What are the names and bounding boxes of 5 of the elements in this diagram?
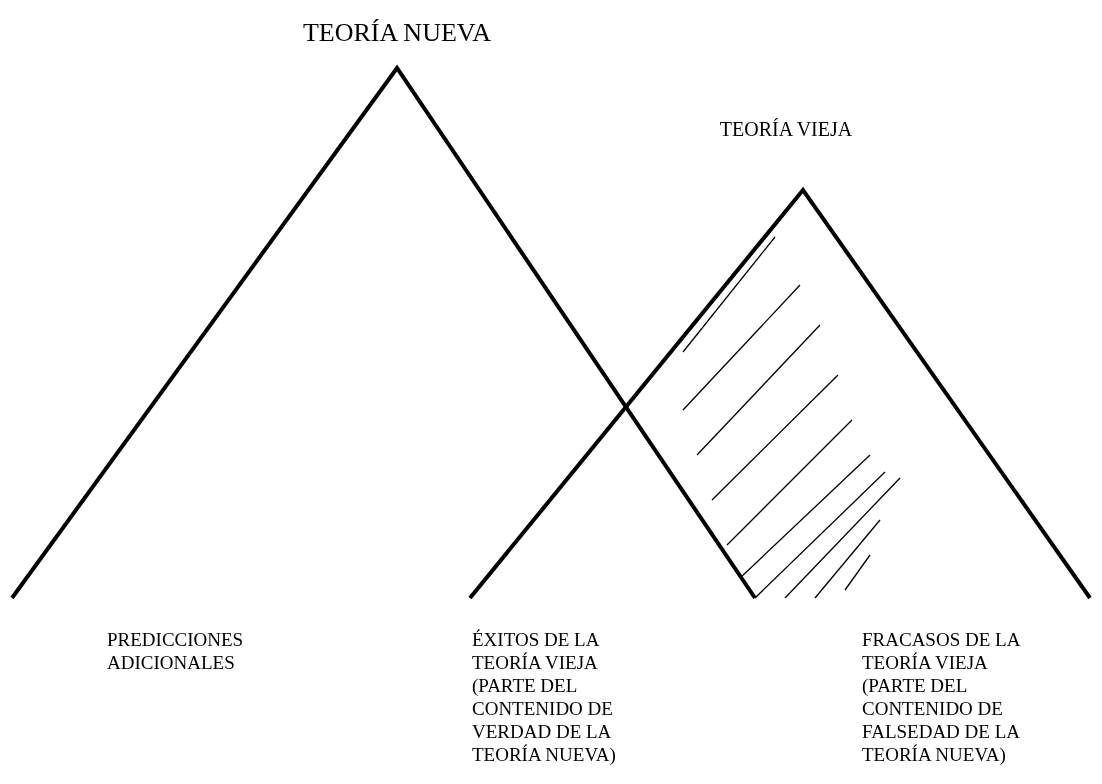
theory-title: TEORÍA VIEJA <box>719 118 853 141</box>
region-label: PREDICCIONES ADICIONALES <box>107 628 245 674</box>
region-label: ÉXITOS DE LA TEORÍA VIEJA (PARTE DEL CONTENIDO DE VERDAD DE LA TEORÍA NUEVA) <box>472 628 617 766</box>
region-label: FRACASOS DE LA TEORÍA VIEJA (PARTE DEL CONTENIDO DE FALSEDAD DE LA TEORÍA NUEVA) <box>862 628 1021 766</box>
theory-title: TEORÍA NUEVA <box>303 18 491 48</box>
